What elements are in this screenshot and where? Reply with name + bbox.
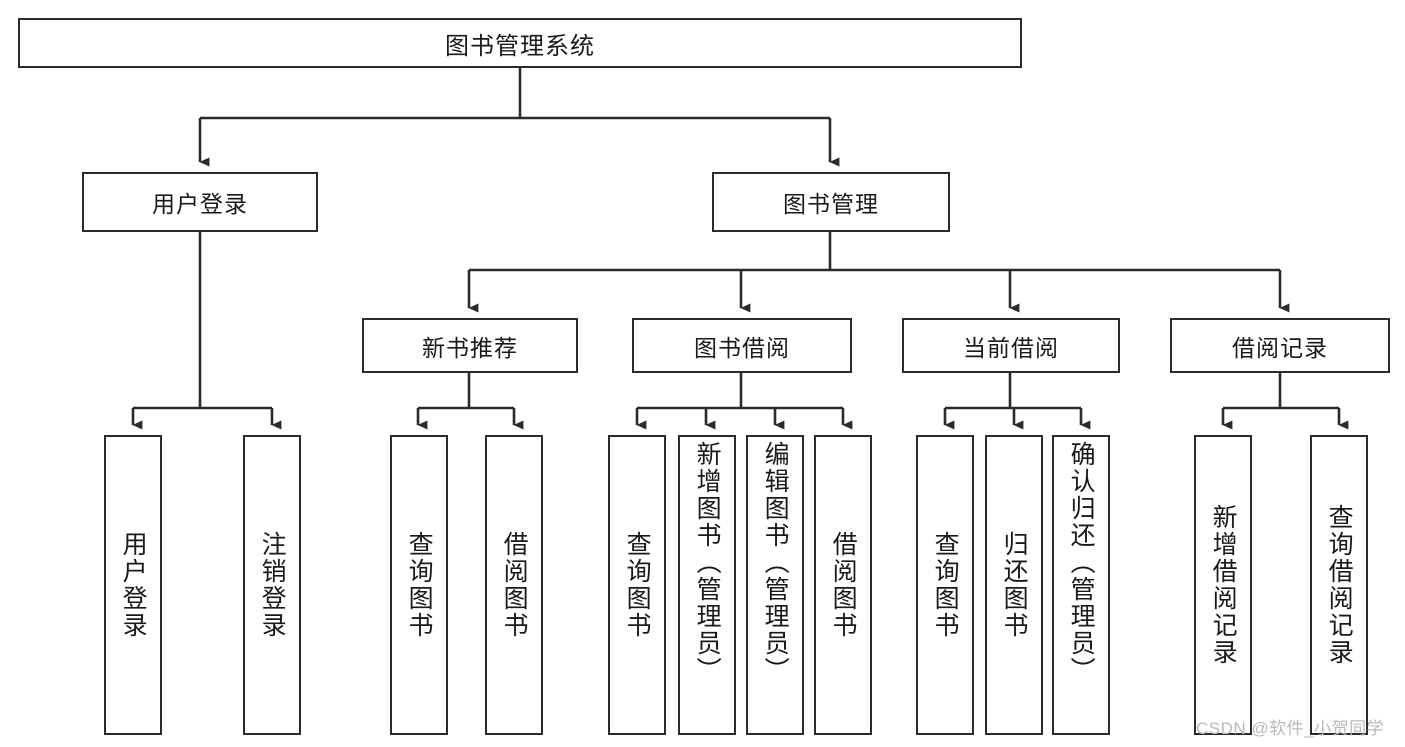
node-label: 用户登录	[152, 191, 248, 217]
node-label: 查询图书	[623, 531, 652, 639]
leaf-new-book-borrow[interactable]: 借阅图书	[485, 435, 543, 735]
node-label: 编辑图书（管理员）	[761, 441, 790, 684]
node-label: 新增借阅记录	[1209, 504, 1238, 666]
node-book-borrow[interactable]: 图书借阅	[632, 318, 852, 373]
node-label: 借阅图书	[829, 531, 858, 639]
leaf-book-borrow-borrow[interactable]: 借阅图书	[814, 435, 872, 735]
leaf-user-login-logout[interactable]: 注销登录	[243, 435, 301, 735]
node-label: 查询图书	[405, 531, 434, 639]
watermark-text: CSDN @软件_小贺同学	[1196, 719, 1385, 738]
node-user-login[interactable]: 用户登录	[82, 172, 318, 232]
node-label: 图书借阅	[694, 334, 790, 361]
leaf-current-borrow-return[interactable]: 归还图书	[985, 435, 1043, 735]
leaf-borrow-record-query[interactable]: 查询借阅记录	[1310, 435, 1368, 735]
leaf-book-borrow-add[interactable]: 新增图书（管理员）	[678, 435, 736, 735]
node-label: 用户登录	[119, 531, 148, 639]
node-label: 确认归还（管理员）	[1067, 441, 1096, 684]
leaf-new-book-query[interactable]: 查询图书	[390, 435, 448, 735]
leaf-borrow-record-add[interactable]: 新增借阅记录	[1194, 435, 1252, 735]
node-book-manage[interactable]: 图书管理	[712, 172, 950, 232]
node-label: 归还图书	[1000, 531, 1029, 639]
node-borrow-record[interactable]: 借阅记录	[1170, 318, 1390, 373]
node-label: 新增图书（管理员）	[693, 441, 722, 684]
node-label: 图书管理系统	[445, 32, 595, 60]
node-label: 新书推荐	[422, 334, 518, 361]
node-label: 注销登录	[258, 531, 287, 639]
node-label: 当前借阅	[963, 334, 1059, 361]
leaf-user-login-login[interactable]: 用户登录	[104, 435, 162, 735]
node-label: 借阅记录	[1232, 334, 1328, 361]
node-label: 查询图书	[931, 531, 960, 639]
node-new-book-recommend[interactable]: 新书推荐	[362, 318, 578, 373]
node-label: 图书管理	[783, 191, 879, 217]
leaf-current-borrow-query[interactable]: 查询图书	[916, 435, 974, 735]
node-label: 借阅图书	[500, 531, 529, 639]
node-current-borrow[interactable]: 当前借阅	[902, 318, 1120, 373]
leaf-book-borrow-query[interactable]: 查询图书	[608, 435, 666, 735]
node-root-system[interactable]: 图书管理系统	[18, 18, 1022, 68]
node-label: 查询借阅记录	[1325, 504, 1354, 666]
leaf-current-borrow-confirm-return[interactable]: 确认归还（管理员）	[1052, 435, 1110, 735]
leaf-book-borrow-edit[interactable]: 编辑图书（管理员）	[746, 435, 804, 735]
